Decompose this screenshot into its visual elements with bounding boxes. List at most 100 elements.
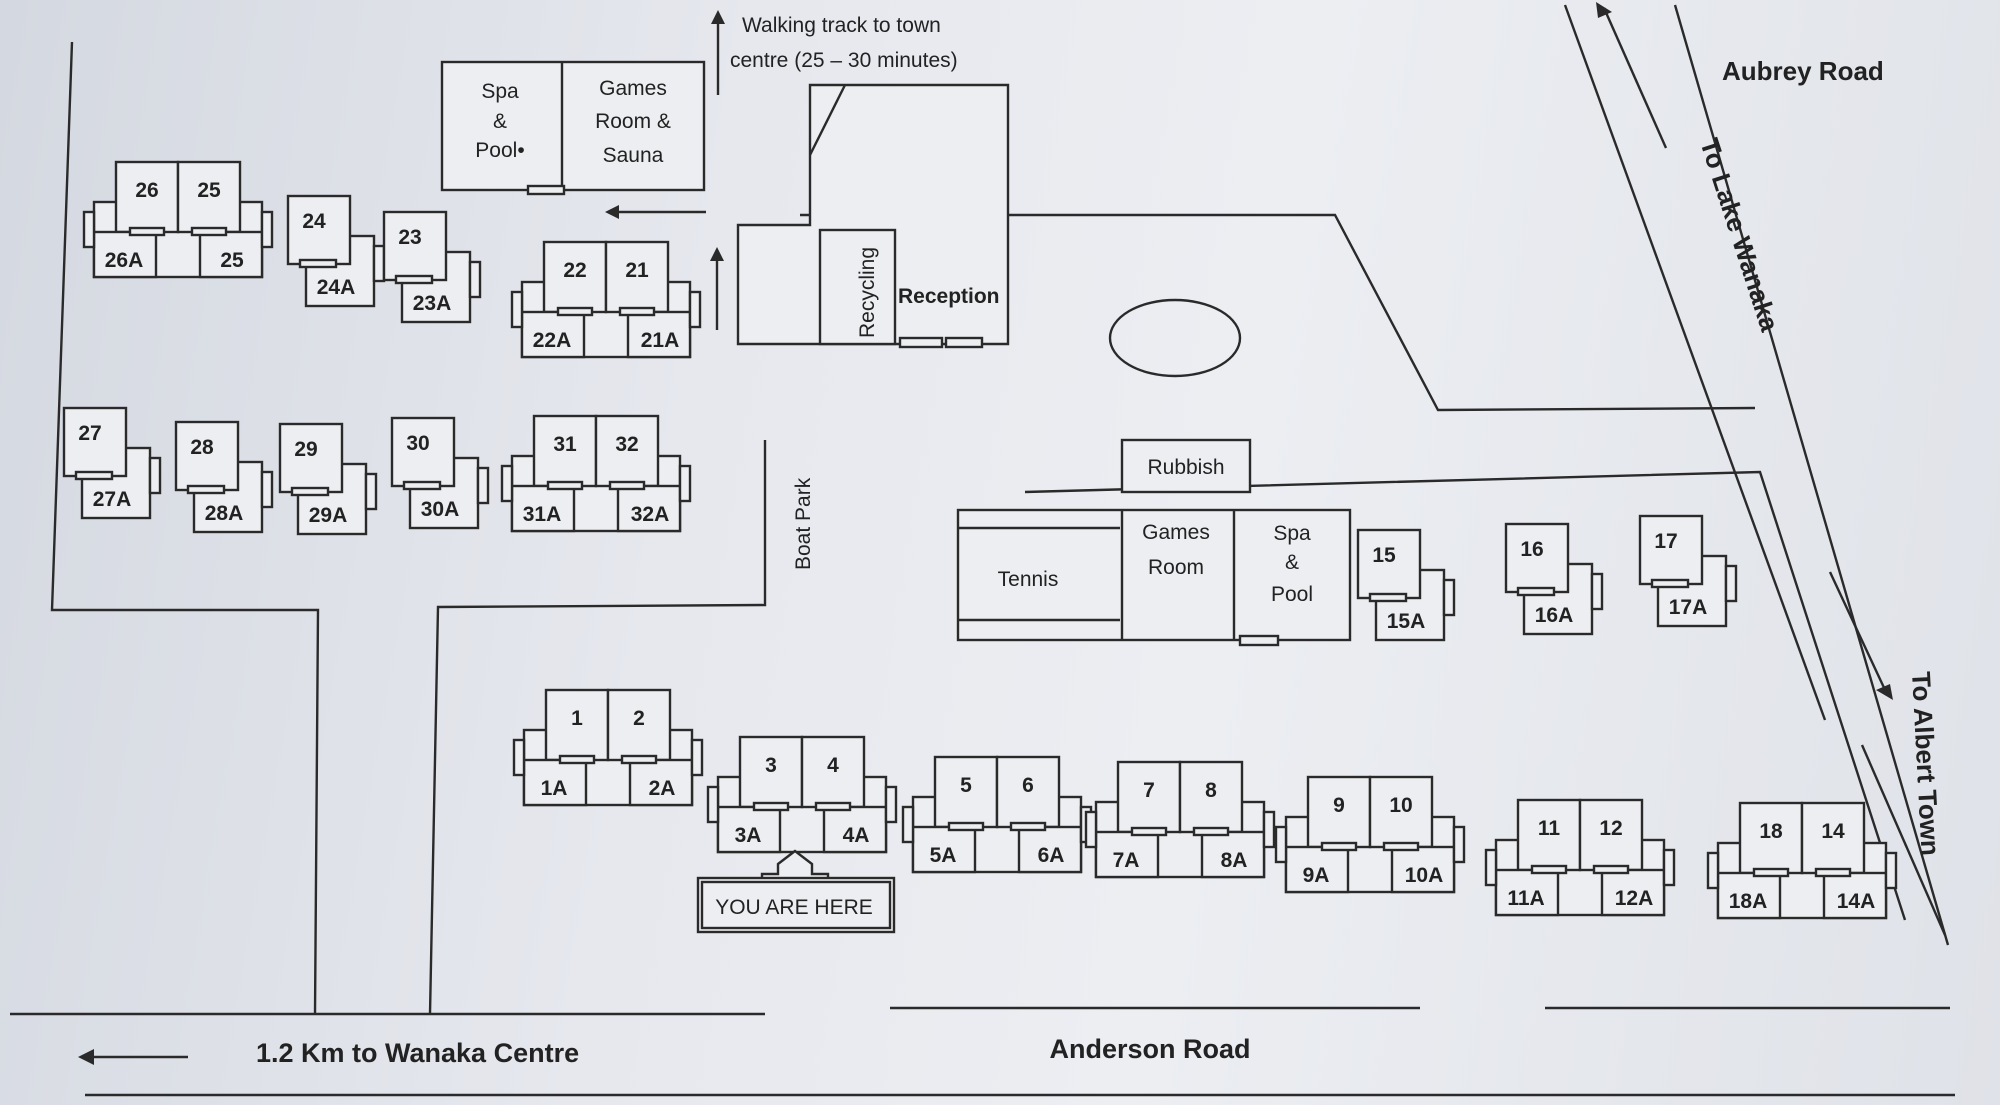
tennis-games-spa-block <box>956 438 1352 647</box>
unit-upper-6 <box>995 755 1061 829</box>
unit-door <box>546 480 584 491</box>
unit-side-tab <box>1484 848 1498 887</box>
unit-lower-18A <box>1716 871 1782 920</box>
games-label-3: Sauna <box>603 144 664 167</box>
unit-lower-21A <box>626 310 692 359</box>
unit-label-2: 2 <box>633 707 645 730</box>
unit-side-tab <box>1662 848 1676 887</box>
you-are-here-marker <box>696 849 896 934</box>
unit-side-tab <box>500 464 514 503</box>
unit-door <box>402 480 442 491</box>
unit-upper-23 <box>382 210 448 282</box>
unit-side-tab <box>706 785 720 824</box>
unit-label-24A: 24A <box>317 276 356 299</box>
unit-side-tab <box>678 464 692 503</box>
unit-label-4A: 4A <box>843 824 870 847</box>
unit-label-9: 9 <box>1333 794 1345 817</box>
unit-door <box>394 274 434 285</box>
unit-label-14: 14 <box>1821 820 1845 843</box>
unit-door <box>814 801 852 812</box>
unit-side-tab <box>1884 851 1898 890</box>
unit-label-12: 12 <box>1599 817 1622 840</box>
unit-side-tab <box>372 244 386 283</box>
unit-lower-25A <box>198 230 264 279</box>
spa-games-building <box>440 60 706 196</box>
unit-door <box>1752 867 1790 878</box>
unit-door <box>290 486 330 497</box>
unit-door <box>190 226 228 237</box>
unit-upper-9 <box>1306 775 1372 849</box>
unit-lower-9A <box>1284 845 1350 894</box>
direction-arrows <box>78 2 1893 1065</box>
recycling-label: Recycling <box>856 247 879 338</box>
unit-label-26A: 26A <box>105 249 144 272</box>
unit-label-18A: 18A <box>1729 890 1768 913</box>
unit-label-24: 24 <box>302 210 326 233</box>
unit-label-11: 11 <box>1538 817 1561 840</box>
unit-side-tab <box>364 472 378 511</box>
unit-label-10: 10 <box>1389 794 1412 817</box>
unit-label-28A: 28A <box>205 502 244 525</box>
road-lines <box>10 4 1955 1097</box>
unit-door <box>752 801 790 812</box>
unit-side-tab <box>1590 572 1604 611</box>
unit-label-23A: 23A <box>413 292 452 315</box>
unit-door <box>618 306 656 317</box>
anderson-road-label: Anderson Road <box>1049 1034 1250 1064</box>
unit-label-16A: 16A <box>1535 604 1574 627</box>
games-label-2: Room & <box>595 110 671 133</box>
unit-side-tab <box>1724 564 1738 603</box>
spa-pool-label-3: Pool <box>1271 583 1313 606</box>
unit-label-16: 16 <box>1520 538 1543 561</box>
unit-label-27: 27 <box>78 422 101 445</box>
spa-label-3: Pool• <box>475 139 524 162</box>
unit-side-tab <box>476 466 490 505</box>
unit-upper-17 <box>1638 514 1704 586</box>
unit-label-22: 22 <box>563 259 586 282</box>
unit-label-31: 31 <box>553 433 577 456</box>
aubrey-road-label: Aubrey Road <box>1722 56 1884 86</box>
unit-label-17A: 17A <box>1669 596 1708 619</box>
unit-label-25: 25 <box>197 179 221 202</box>
unit-lower-7A <box>1094 830 1160 879</box>
unit-lower-5A <box>911 825 977 874</box>
lake-wanaka-label: To Lake Wanaka <box>1694 135 1785 336</box>
unit-door <box>1320 841 1358 852</box>
games-room-label-1: Games <box>1142 521 1210 544</box>
property-boundaries <box>50 41 1907 1015</box>
unit-door <box>1814 867 1852 878</box>
unit-door <box>1592 864 1630 875</box>
unit-upper-11 <box>1516 798 1582 872</box>
walking-track-label: Walking track to town <box>742 14 941 37</box>
unit-side-tab <box>468 260 482 299</box>
unit-label-17: 17 <box>1654 530 1677 553</box>
unit-lower-22A <box>520 310 586 359</box>
unit-label-14A: 14A <box>1837 890 1876 913</box>
unit-door <box>128 226 166 237</box>
unit-label-4: 4 <box>827 754 839 777</box>
unit-upper-18 <box>1738 801 1804 875</box>
unit-side-tab <box>1084 810 1098 849</box>
unit-door <box>1530 864 1568 875</box>
unit-lower-14A <box>1822 871 1888 920</box>
games-label-1: Games <box>599 77 667 100</box>
unit-label-30A: 30A <box>421 498 460 521</box>
unit-label-7: 7 <box>1143 779 1155 802</box>
unit-label-7A: 7A <box>1113 849 1140 872</box>
unit-label-31A: 31A <box>523 503 562 526</box>
unit-lower-8A <box>1200 830 1266 879</box>
rubbish-label: Rubbish <box>1147 456 1224 479</box>
unit-door <box>556 306 594 317</box>
unit-label-25A: 25 <box>220 249 244 272</box>
unit-lower-31A <box>510 484 576 533</box>
spa-label-2: & <box>493 110 507 133</box>
unit-door <box>74 470 114 481</box>
unit-door <box>1516 586 1556 597</box>
unit-door <box>1192 826 1230 837</box>
unit-door <box>298 258 338 269</box>
unit-label-1: 1 <box>571 707 583 730</box>
unit-lower-3A <box>716 805 782 854</box>
